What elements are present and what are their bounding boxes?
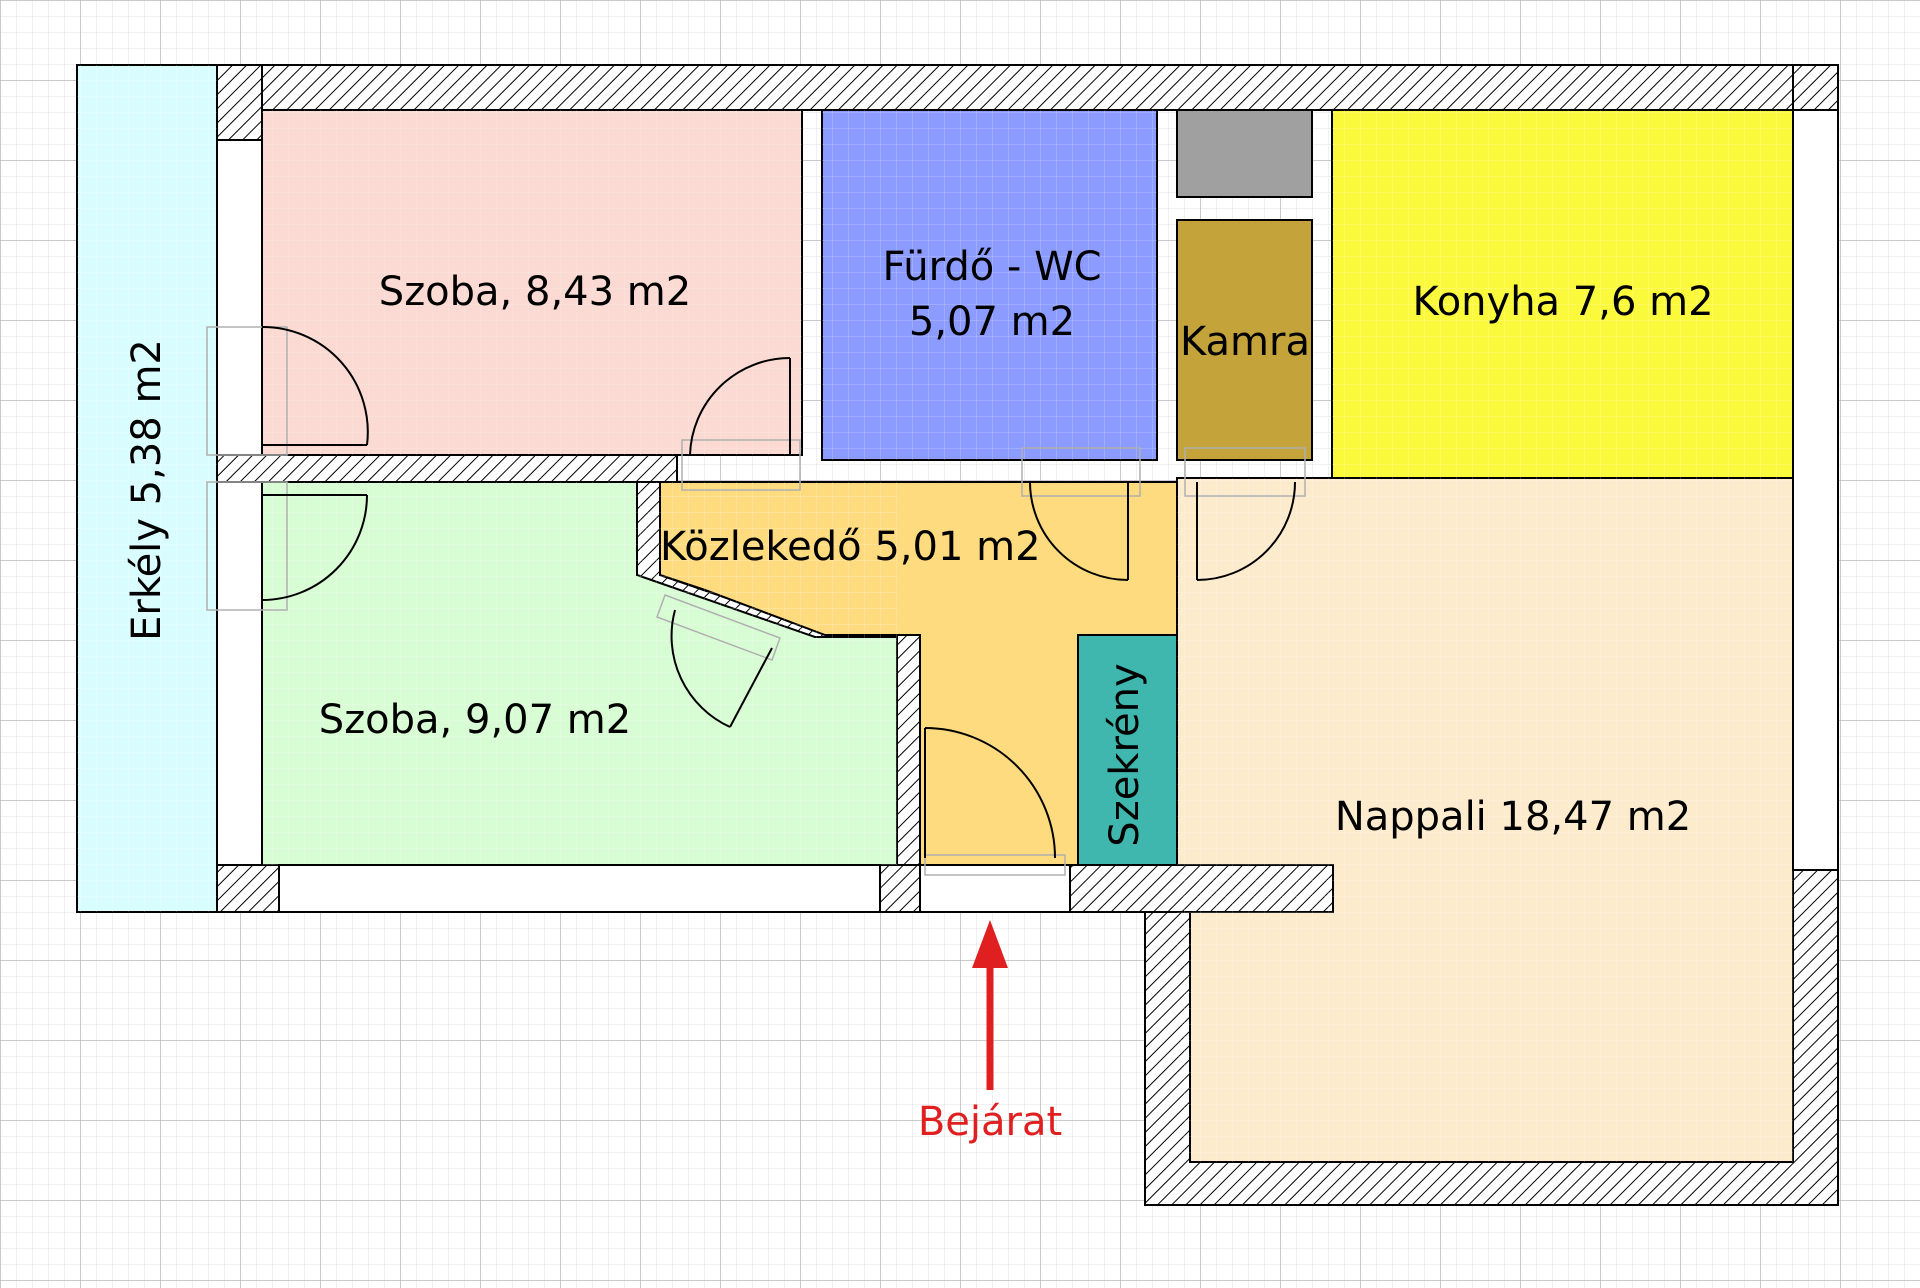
wall-right-upper bbox=[1792, 64, 1839, 111]
label-konyha: Konyha 7,6 m2 bbox=[1412, 279, 1713, 325]
door-arc-entrance bbox=[924, 727, 1056, 859]
wall-top bbox=[216, 64, 1839, 111]
door-frame-entrance bbox=[924, 854, 1066, 876]
label-szoba2: Szoba, 9,07 m2 bbox=[319, 697, 631, 743]
label-kozlekedo: Közlekedő 5,01 m2 bbox=[660, 524, 1041, 570]
doors bbox=[206, 325, 1306, 876]
wall-bottom-left bbox=[216, 864, 280, 913]
door-frame-szoba2 bbox=[656, 594, 781, 661]
label-furdo-line1: Fürdő - WC bbox=[882, 244, 1101, 290]
door-leaf-szoba2 bbox=[729, 647, 773, 728]
room-erkely-grid bbox=[77, 65, 217, 912]
door-frame-balcony1 bbox=[206, 326, 288, 456]
wall-interior-left bbox=[216, 454, 678, 483]
door-frame-szoba1 bbox=[681, 439, 801, 491]
label-kamra: Kamra bbox=[1180, 319, 1310, 365]
label-nappali: Nappali 18,47 m2 bbox=[1335, 794, 1691, 840]
room-grid-overlay bbox=[262, 110, 1793, 1162]
wall-left-top bbox=[216, 64, 263, 141]
door-frame-furdo bbox=[1021, 447, 1141, 497]
door-frame-balcony2 bbox=[206, 481, 288, 611]
entrance-marker: Bejárat bbox=[918, 920, 1062, 1145]
door-arc-szoba1 bbox=[689, 357, 791, 456]
room-storage bbox=[1176, 109, 1313, 198]
windows bbox=[216, 109, 1839, 913]
entrance-opening bbox=[919, 864, 1071, 913]
label-furdo-line2: 5,07 m2 bbox=[909, 299, 1075, 345]
wall-bottom-middle bbox=[879, 864, 921, 913]
door-frame-nappali bbox=[1184, 447, 1306, 497]
room-labels: Erkély 5,38 m2 Szoba, 8,43 m2 Fürdő - WC… bbox=[124, 244, 1714, 847]
label-entrance: Bejárat bbox=[918, 1099, 1062, 1145]
label-erkely: Erkély 5,38 m2 bbox=[124, 339, 170, 641]
room-szekreny bbox=[1077, 634, 1178, 866]
label-szoba1: Szoba, 8,43 m2 bbox=[379, 269, 691, 315]
label-szekreny: Szekrény bbox=[1102, 663, 1148, 846]
entrance-arrow-head bbox=[972, 920, 1008, 968]
door-arc-furdo bbox=[1029, 481, 1129, 581]
door-arc-balcony1 bbox=[261, 325, 369, 446]
door-arc-balcony2 bbox=[261, 494, 368, 601]
door-arc-szoba2 bbox=[670, 609, 731, 728]
door-arc-nappali bbox=[1196, 481, 1296, 581]
room-kamra bbox=[1176, 219, 1313, 461]
